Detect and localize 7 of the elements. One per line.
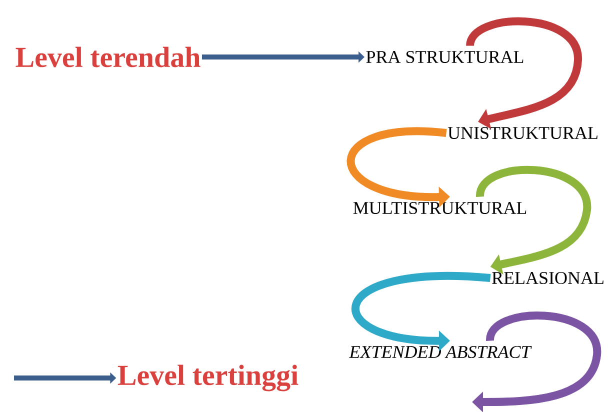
stage-label: PRA STRUKTURAL (366, 50, 524, 64)
heading-text: Level terendah (16, 46, 200, 68)
stage-label: UNISTRUKTURAL (448, 126, 598, 140)
stage-label: MULTISTRUKTURAL (353, 202, 526, 214)
stage-label: RELASIONAL (492, 272, 604, 284)
stage-label: EXTENDED ABSTRACT (349, 346, 532, 358)
heading-text: Level tertinggi (118, 364, 298, 392)
